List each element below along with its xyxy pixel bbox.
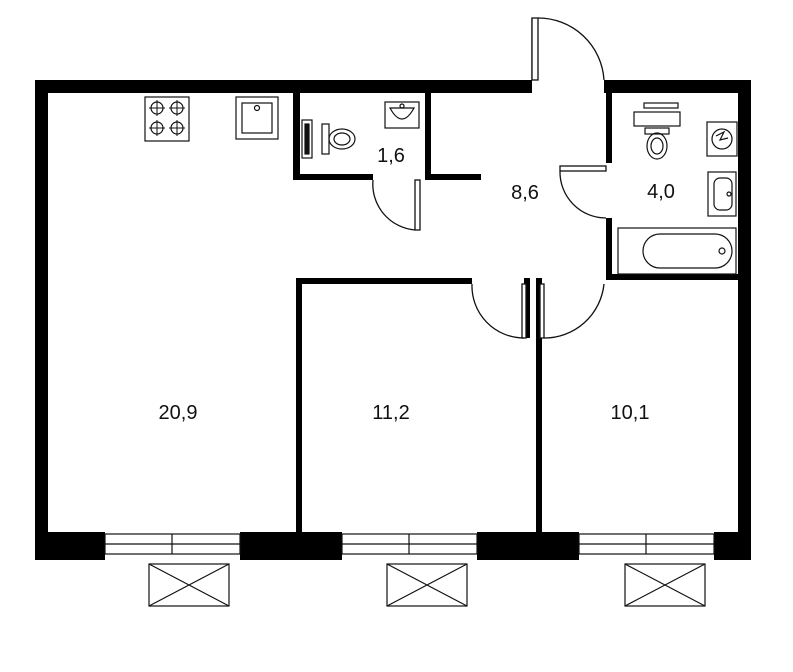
- towel-rail-icon: [633, 102, 681, 127]
- area-living: 20,9: [159, 402, 198, 424]
- toilet-door-panel: [414, 179, 421, 231]
- balcony-box-2: [386, 563, 468, 607]
- washing-machine-icon: [706, 121, 738, 157]
- bathroom-toilet-icon: [644, 127, 670, 160]
- area-bedroom-2: 10,1: [611, 402, 650, 424]
- balcony-boxes: [148, 563, 706, 607]
- entrance-door-swing: [537, 17, 605, 81]
- area-bedroom-1: 11,2: [372, 402, 409, 424]
- area-hallway: 8,6: [511, 182, 539, 204]
- room-labels: 20,9 11,2 10,1 8,6 1,6 4,0: [159, 145, 675, 424]
- bathroom-sink-icon: [707, 171, 737, 217]
- bedroom1-door-swing: [471, 283, 525, 339]
- doors: [372, 17, 607, 339]
- toilet-door-swing: [372, 179, 416, 231]
- bedroom2-door-panel: [539, 283, 545, 339]
- toilet-icon: [321, 123, 356, 155]
- area-toilet: 1,6: [377, 145, 405, 167]
- area-bathroom: 4,0: [647, 181, 675, 203]
- bathroom-door-swing: [559, 170, 607, 219]
- stove-icon: [144, 96, 190, 142]
- entrance-door-panel: [531, 17, 539, 81]
- windows: [104, 533, 715, 555]
- bathtub-icon: [617, 227, 737, 275]
- cistern-icon: [301, 119, 313, 159]
- bedroom1-door-panel: [521, 283, 527, 339]
- window-bedroom-2: [578, 533, 715, 555]
- washbasin-icon: [384, 101, 420, 129]
- window-living: [104, 533, 241, 555]
- interior-walls: [293, 93, 738, 532]
- window-bedroom-1: [341, 533, 478, 555]
- balcony-box-3: [624, 563, 706, 607]
- bathroom-door-panel: [559, 165, 607, 172]
- kitchen-sink-icon: [235, 96, 279, 140]
- balcony-box-1: [148, 563, 230, 607]
- bedroom2-door-swing: [543, 283, 605, 339]
- outer-walls: [35, 80, 751, 560]
